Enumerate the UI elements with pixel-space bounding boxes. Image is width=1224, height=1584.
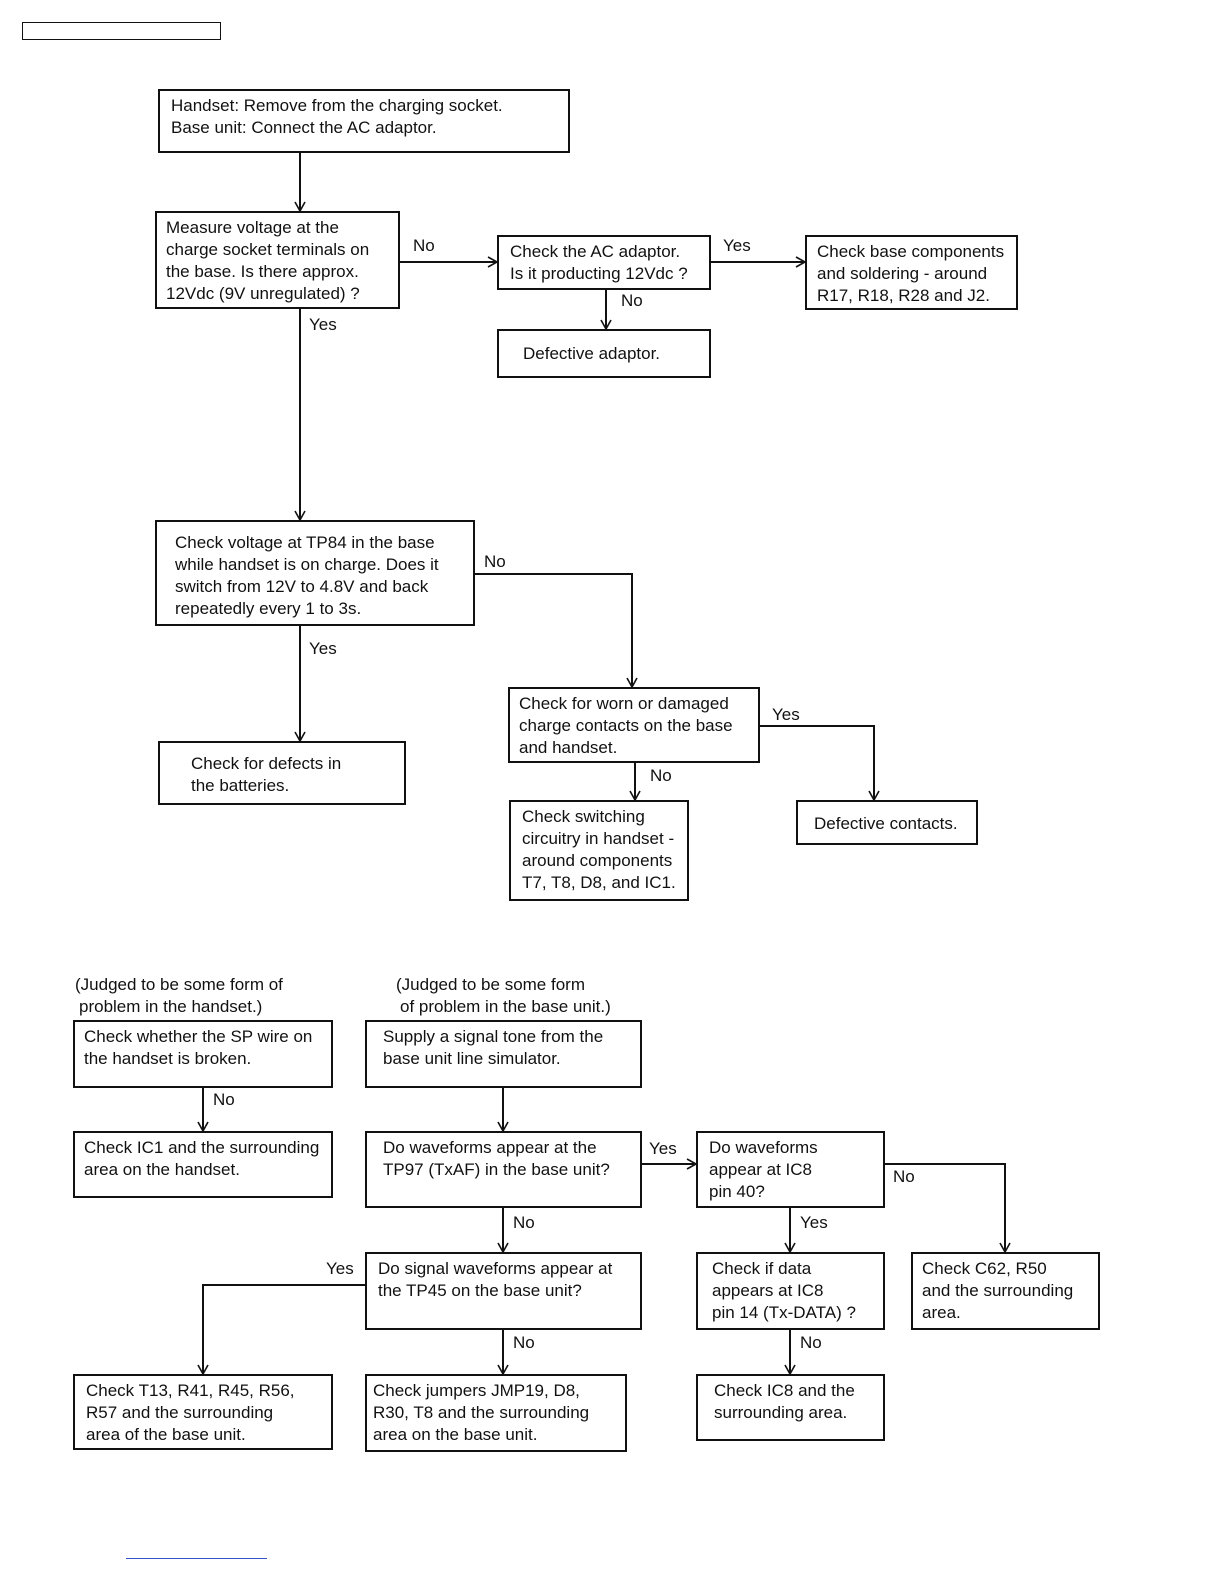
label-b15-yes: Yes: [800, 1213, 828, 1232]
decision-tp84-voltage: Check voltage at TP84 in the base while …: [155, 520, 475, 626]
connector-b15-b18-no: [885, 1163, 1011, 1254]
label-b16-yes: Yes: [326, 1259, 354, 1278]
label-b3-yes: Yes: [723, 236, 751, 255]
label-b14-no: No: [513, 1213, 535, 1232]
step-check-ic8: Check IC8 and the surrounding area.: [696, 1374, 885, 1441]
result-defective-contacts: Defective contacts.: [796, 800, 978, 845]
note-handset-problem: (Judged to be some form of problem in th…: [75, 975, 283, 1016]
header-blank-box: [22, 22, 221, 40]
step-remove-handset-connect-adaptor: Handset: Remove from the charging socket…: [158, 89, 570, 153]
decision-sp-wire-broken: Check whether the SP wire on the handset…: [73, 1020, 333, 1088]
decision-charge-socket-voltage: Measure voltage at the charge socket ter…: [155, 211, 400, 309]
label-b16-no: No: [513, 1333, 535, 1352]
step-check-switching-circuitry: Check switching circuitry in handset - a…: [509, 800, 689, 901]
label-b14-yes: Yes: [649, 1139, 677, 1158]
label-b15-no: No: [893, 1167, 915, 1186]
label-b3-no: No: [621, 291, 643, 310]
decision-signal-waveforms-tp45: Do signal waveforms appear at the TP45 o…: [365, 1252, 642, 1330]
footer-rule: [126, 1558, 267, 1559]
label-b2-no: No: [413, 236, 435, 255]
label-b8-no: No: [650, 766, 672, 785]
result-defective-adaptor: Defective adaptor.: [497, 329, 711, 378]
label-b2-yes: Yes: [309, 315, 337, 334]
decision-charge-contacts: Check for worn or damaged charge contact…: [508, 687, 760, 763]
decision-waveforms-ic8-pin40: Do waveforms appear at IC8 pin 40?: [696, 1131, 885, 1208]
label-b8-yes: Yes: [772, 705, 800, 724]
decision-data-ic8-pin14: Check if data appears at IC8 pin 14 (Tx-…: [696, 1252, 885, 1330]
decision-waveforms-tp97: Do waveforms appear at the TP97 (TxAF) i…: [365, 1131, 642, 1208]
connector-b6-b8-no: [475, 573, 638, 689]
step-check-batteries: Check for defects in the batteries.: [158, 741, 406, 805]
step-check-base-components: Check base components and soldering - ar…: [805, 235, 1018, 310]
label-b6-yes: Yes: [309, 639, 337, 658]
label-b17-no: No: [800, 1333, 822, 1352]
step-supply-signal-tone: Supply a signal tone from the base unit …: [365, 1020, 642, 1088]
step-check-jumpers-jmp19: Check jumpers JMP19, D8, R30, T8 and the…: [365, 1374, 627, 1452]
connector-b16-b19-yes: [197, 1284, 366, 1376]
label-b6-no: No: [484, 552, 506, 571]
connector-b8-b10-yes: [760, 725, 880, 802]
label-b11-no: No: [213, 1090, 235, 1109]
step-check-ic1-handset: Check IC1 and the surrounding area on th…: [73, 1131, 333, 1198]
decision-check-ac-adaptor: Check the AC adaptor. Is it producting 1…: [497, 235, 711, 290]
note-base-unit-problem: (Judged to be some form of problem in th…: [396, 975, 611, 1016]
step-check-c62-r50: Check C62, R50 and the surrounding area.: [911, 1252, 1100, 1330]
step-check-t13-r41: Check T13, R41, R45, R56, R57 and the su…: [73, 1374, 333, 1450]
